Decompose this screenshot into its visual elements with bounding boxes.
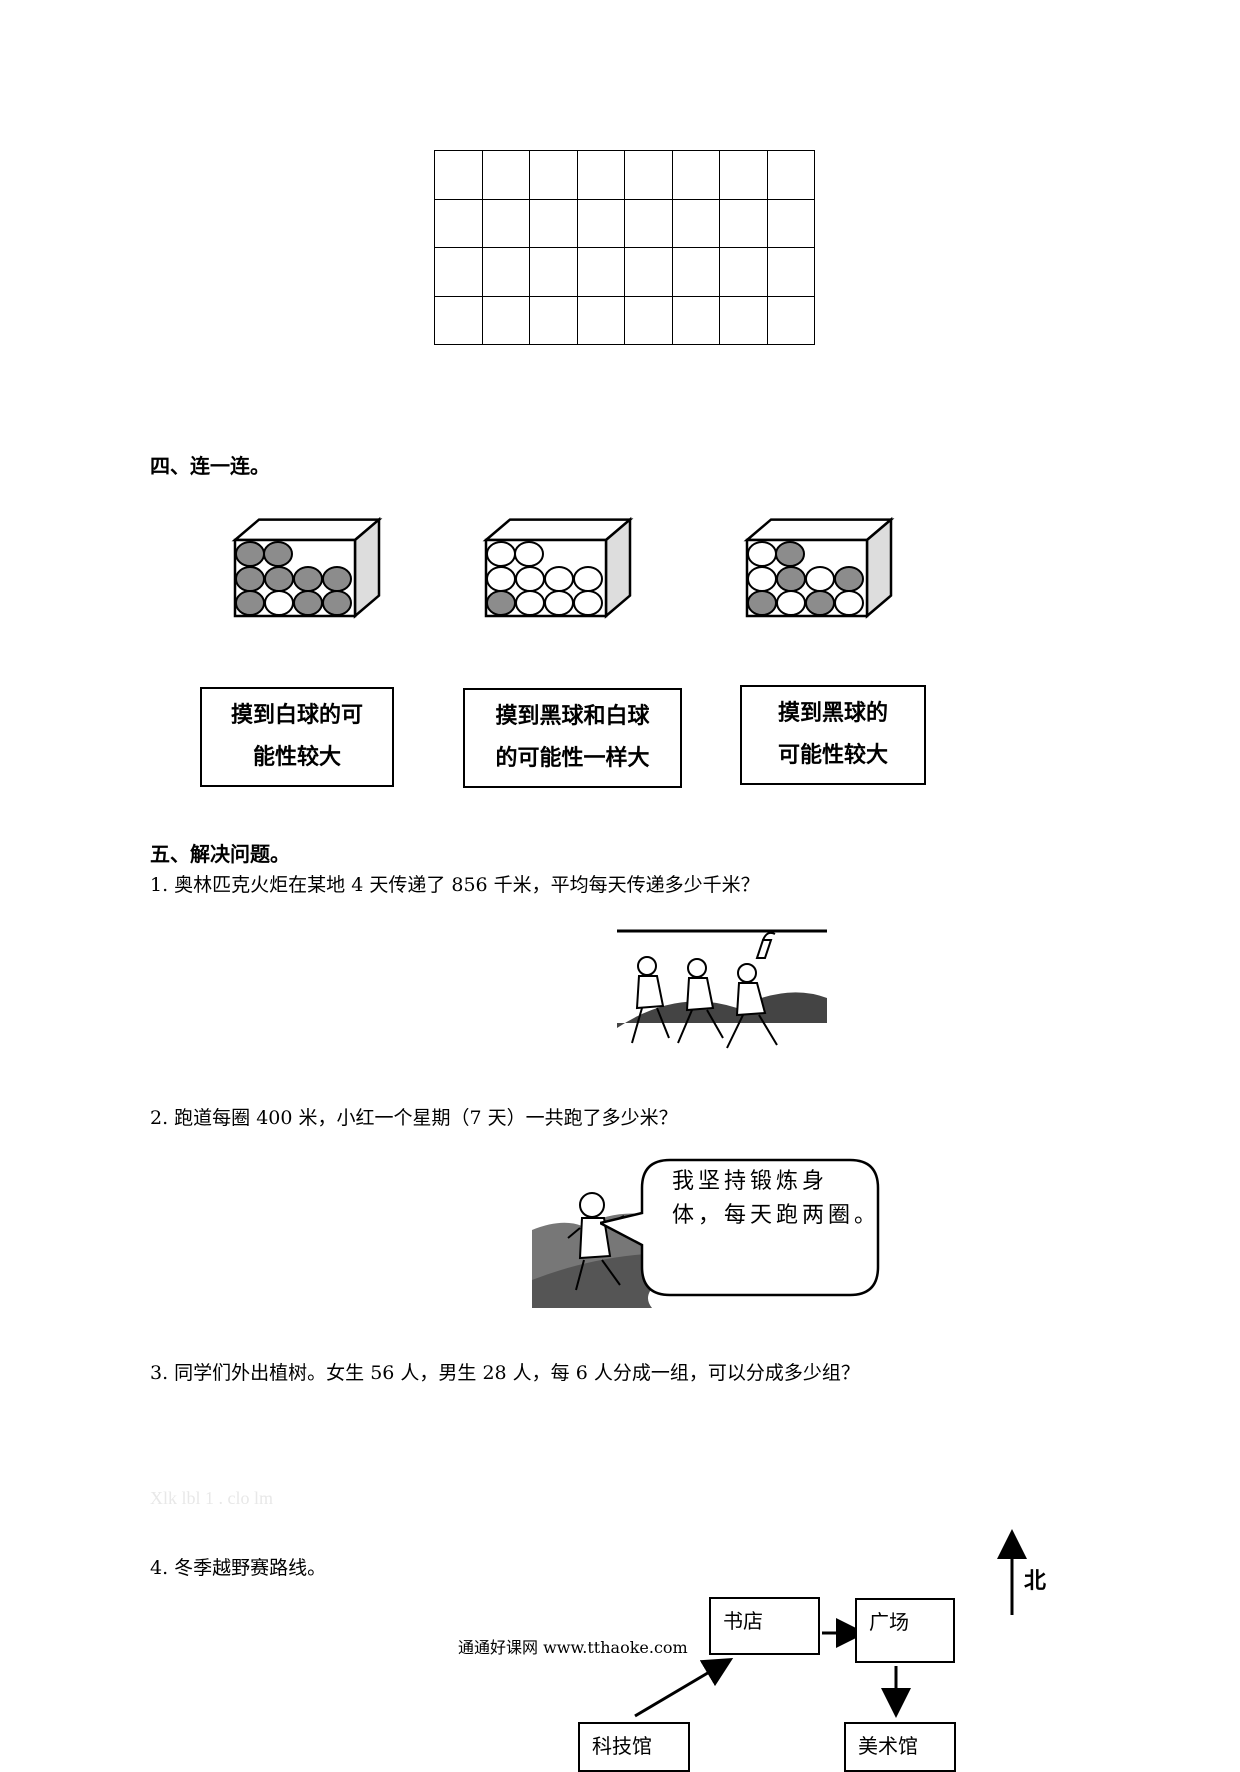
white-ball <box>747 566 777 592</box>
faint-watermark: Xlk lbl 1 . clo lm <box>150 1488 273 1508</box>
map-node-art-museum: 美术馆 <box>844 1722 956 1772</box>
question-2: 2. 跑道每圈 400 米，小红一个星期（7 天）一共跑了多少米？ <box>150 1107 678 1129</box>
white-ball <box>514 541 544 567</box>
gray-ball <box>322 590 352 616</box>
box-3 <box>743 516 895 619</box>
map-node-bookstore: 书店 <box>709 1597 820 1655</box>
map-node-square: 广场 <box>855 1598 955 1663</box>
label-line: 的可能性一样大 <box>495 746 650 771</box>
section5-heading: 五、解决问题。 <box>150 842 290 866</box>
label-box-black-more[interactable]: 摸到黑球的 可能性较大 <box>740 685 926 785</box>
question-3: 3. 同学们外出植树。女生 56 人，男生 28 人，每 6 人分成一组，可以分… <box>150 1362 860 1384</box>
gray-ball <box>747 590 777 616</box>
white-ball <box>486 541 516 567</box>
box-1 <box>231 516 383 619</box>
ball-boxes <box>231 516 895 619</box>
question-4: 4. 冬季越野赛路线。 <box>150 1557 327 1579</box>
gray-ball <box>293 590 323 616</box>
label-box-white-more[interactable]: 摸到白球的可 能性较大 <box>200 687 394 787</box>
white-ball <box>264 590 294 616</box>
white-ball <box>486 566 516 592</box>
gray-ball <box>322 566 352 592</box>
gray-ball <box>293 566 323 592</box>
gray-ball <box>263 541 293 567</box>
gray-ball <box>264 566 294 592</box>
white-ball <box>776 590 806 616</box>
white-ball <box>573 566 603 592</box>
white-ball <box>805 566 835 592</box>
label-line: 摸到白球的可 <box>230 703 363 728</box>
bubble-line: 我坚持锻炼身 <box>672 1169 829 1194</box>
white-ball <box>747 541 777 567</box>
section4-heading: 四、连一连。 <box>150 454 270 478</box>
label-line: 可能性较大 <box>777 743 888 768</box>
label-line: 摸到黑球的 <box>777 701 888 726</box>
white-ball <box>515 566 545 592</box>
map-node-science-museum: 科技馆 <box>578 1722 690 1772</box>
gray-ball <box>235 541 265 567</box>
footer-site: 通通好课网 www.tthaoke.com <box>458 1638 688 1657</box>
north-label: 北 <box>1024 1569 1047 1594</box>
white-ball <box>573 590 603 616</box>
gray-ball <box>235 566 265 592</box>
white-ball <box>544 566 574 592</box>
label-line: 摸到黑球和白球 <box>495 704 650 729</box>
box-2 <box>482 516 634 619</box>
white-ball <box>515 590 545 616</box>
gray-ball <box>775 541 805 567</box>
bubble-line: 体，每天跑两圈。 <box>672 1203 881 1228</box>
bubble-text: 我坚持锻炼身 体，每天跑两圈。 <box>672 1165 880 1233</box>
gray-ball <box>834 566 864 592</box>
route-map-arrows <box>634 1529 1027 1718</box>
speech-bubble <box>600 1158 880 1297</box>
white-ball <box>834 590 864 616</box>
white-ball <box>544 590 574 616</box>
label-box-equal[interactable]: 摸到黑球和白球 的可能性一样大 <box>463 688 682 788</box>
answer-grid <box>434 150 815 345</box>
gray-ball <box>776 566 806 592</box>
torch-relay-illustration <box>617 929 827 1049</box>
label-line: 能性较大 <box>252 745 341 770</box>
question-1: 1. 奥林匹克火炬在某地 4 天传递了 856 千米，平均每天传递多少千米？ <box>150 874 760 896</box>
gray-ball <box>486 590 516 616</box>
arrow-science-to-bookstore <box>634 1657 734 1718</box>
gray-ball <box>805 590 835 616</box>
gray-ball <box>235 590 265 616</box>
